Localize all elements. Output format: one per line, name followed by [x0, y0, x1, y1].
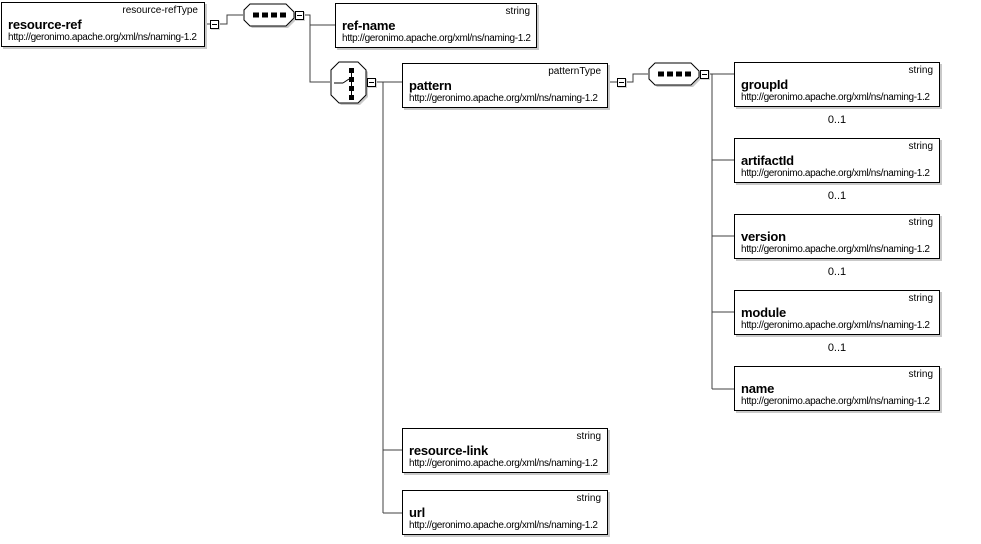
element-namespace: http://geronimo.apache.org/xml/ns/naming…: [342, 33, 531, 44]
element-name: resource-link: [409, 443, 489, 458]
element-box-version[interactable]: string version http://geronimo.apache.or…: [734, 214, 940, 259]
element-name: resource-ref: [8, 17, 82, 32]
type-label: string: [576, 431, 601, 442]
collapse-toggle-minus-icon[interactable]: [616, 77, 626, 87]
type-label: string: [908, 369, 933, 380]
cardinality-label: 0..1: [827, 266, 847, 278]
collapse-toggle-minus-icon[interactable]: [209, 19, 219, 29]
element-namespace: http://geronimo.apache.org/xml/ns/naming…: [741, 396, 930, 407]
element-name: module: [741, 305, 787, 320]
collapse-toggle-minus-icon[interactable]: [699, 69, 709, 79]
element-namespace: http://geronimo.apache.org/xml/ns/naming…: [409, 93, 598, 104]
element-namespace: http://geronimo.apache.org/xml/ns/naming…: [741, 92, 930, 103]
element-namespace: http://geronimo.apache.org/xml/ns/naming…: [741, 168, 930, 179]
type-label: string: [908, 65, 933, 76]
choice-icon[interactable]: [330, 61, 370, 107]
type-label: string: [908, 217, 933, 228]
element-namespace: http://geronimo.apache.org/xml/ns/naming…: [409, 458, 598, 469]
type-label: patternType: [548, 66, 601, 77]
element-box-artifactId[interactable]: string artifactId http://geronimo.apache…: [734, 138, 940, 183]
element-namespace: http://geronimo.apache.org/xml/ns/naming…: [741, 244, 930, 255]
element-box-name[interactable]: string name http://geronimo.apache.org/x…: [734, 366, 940, 411]
element-name: name: [741, 381, 775, 396]
element-namespace: http://geronimo.apache.org/xml/ns/naming…: [741, 320, 930, 331]
element-name: url: [409, 505, 426, 520]
sequence-icon[interactable]: [243, 3, 297, 29]
element-box-module[interactable]: string module http://geronimo.apache.org…: [734, 290, 940, 335]
collapse-toggle-minus-icon[interactable]: [367, 77, 376, 87]
element-name: version: [741, 229, 786, 244]
cardinality-label: 0..1: [827, 190, 847, 202]
element-box-url[interactable]: string url http://geronimo.apache.org/xm…: [402, 490, 608, 535]
element-box-resource-ref[interactable]: resource-refType resource-ref http://ger…: [1, 2, 205, 47]
element-box-pattern[interactable]: patternType pattern http://geronimo.apac…: [402, 63, 608, 108]
element-box-ref-name[interactable]: string ref-name http://geronimo.apache.o…: [335, 3, 537, 48]
element-box-resource-link[interactable]: string resource-link http://geronimo.apa…: [402, 428, 608, 473]
element-namespace: http://geronimo.apache.org/xml/ns/naming…: [8, 32, 197, 43]
type-label: string: [505, 6, 530, 17]
type-label: string: [908, 141, 933, 152]
type-label: resource-refType: [122, 5, 198, 16]
element-box-groupId[interactable]: string groupId http://geronimo.apache.or…: [734, 62, 940, 107]
cardinality-label: 0..1: [827, 342, 847, 354]
type-label: string: [576, 493, 601, 504]
cardinality-label: 0..1: [827, 114, 847, 126]
element-name: groupId: [741, 77, 788, 92]
type-label: string: [908, 293, 933, 304]
collapse-toggle-minus-icon[interactable]: [294, 10, 304, 20]
element-name: pattern: [409, 78, 452, 93]
element-name: artifactId: [741, 153, 794, 168]
sequence-icon[interactable]: [648, 62, 702, 88]
element-name: ref-name: [342, 18, 396, 33]
element-namespace: http://geronimo.apache.org/xml/ns/naming…: [409, 520, 598, 531]
